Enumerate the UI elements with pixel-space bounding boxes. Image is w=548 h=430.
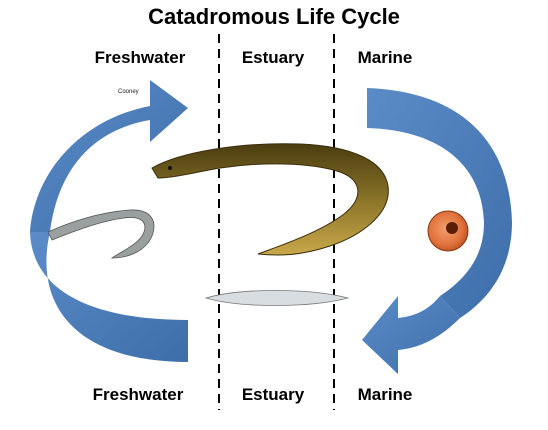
eel-eye-icon [168,166,172,170]
adult-eel-icon [151,143,389,256]
zone-label-marine-bottom: Marine [357,385,413,404]
bottom-arrow-icon [362,296,460,374]
zone-label-freshwater-top: Freshwater [94,48,186,67]
right-arrow-icon [367,88,512,318]
image-credit: Cooney [118,89,139,95]
top-arrow-icon [30,80,188,232]
zone-label-marine-top: Marine [357,48,413,67]
zone-label-estuary-bottom: Estuary [241,385,305,404]
egg-embryo-icon [446,222,458,234]
diagram-title: Catadromous Life Cycle [148,4,400,29]
zone-label-estuary-top: Estuary [241,48,305,67]
elver-icon [47,209,155,259]
leptocephalus-larva-icon [204,290,350,306]
left-arrow-icon [30,232,188,362]
zone-label-freshwater-bottom: Freshwater [92,385,184,404]
